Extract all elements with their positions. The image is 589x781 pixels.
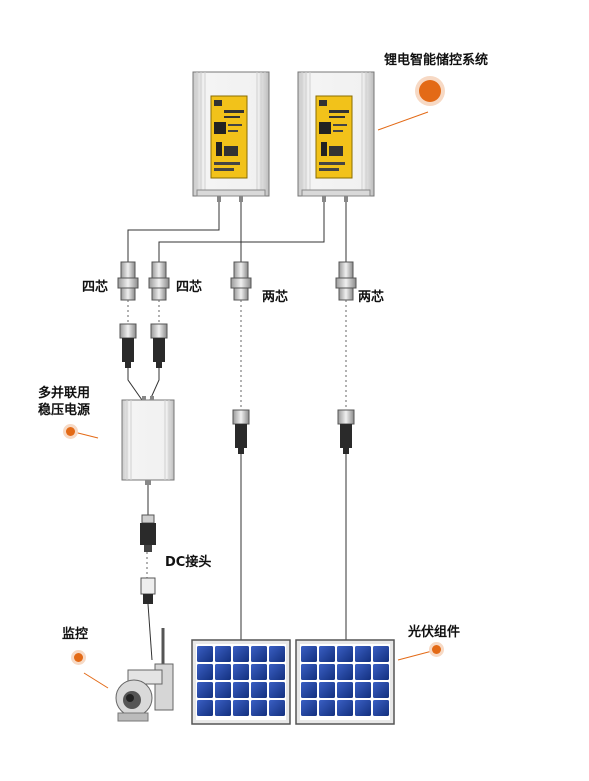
solar-cell xyxy=(319,700,335,716)
solar-cell xyxy=(251,682,267,698)
solar-cell xyxy=(269,682,285,698)
solar-cell xyxy=(319,646,335,662)
solar-cell xyxy=(355,664,371,680)
solar-cell xyxy=(251,646,267,662)
panel-wires xyxy=(240,454,347,640)
camera-wire xyxy=(147,603,153,661)
female-connector-left-a xyxy=(119,323,137,368)
solar-cell xyxy=(269,700,285,716)
label-monitor: 监控 xyxy=(62,627,89,642)
marker-monitor xyxy=(74,653,83,662)
solar-cell xyxy=(355,700,371,716)
label-two-core-left: 两芯 xyxy=(262,290,289,305)
solar-panel-left xyxy=(191,639,291,725)
lithium-controller-left xyxy=(192,71,270,202)
connector-two-core-left xyxy=(230,261,252,301)
label-pv-module: 光伏组件 xyxy=(408,625,461,640)
solar-cell xyxy=(301,682,317,698)
solar-cell xyxy=(355,682,371,698)
dc-plug xyxy=(140,514,156,552)
solar-cell xyxy=(269,664,285,680)
connector-two-core-right xyxy=(335,261,357,301)
solar-cell xyxy=(355,646,371,662)
dotted-guides xyxy=(127,300,347,578)
solar-cell xyxy=(233,664,249,680)
solar-cell xyxy=(373,700,389,716)
label-four-core-left: 四芯 xyxy=(82,280,109,295)
solar-cell xyxy=(319,682,335,698)
solar-cell xyxy=(233,646,249,662)
solar-cell xyxy=(215,646,231,662)
controller-wires xyxy=(127,202,347,262)
marker-regulator xyxy=(66,427,75,436)
controller-pointer xyxy=(377,111,429,131)
solar-cell xyxy=(337,646,353,662)
solar-cell xyxy=(301,700,317,716)
solar-cell xyxy=(373,646,389,662)
solar-cell xyxy=(215,700,231,716)
solar-cell xyxy=(301,664,317,680)
label-lithium-system: 锂电智能储控系统 xyxy=(384,53,489,68)
marker-lithium-system xyxy=(419,80,441,102)
solar-cell xyxy=(337,700,353,716)
connector-four-core-left xyxy=(117,261,139,301)
solar-cell xyxy=(215,664,231,680)
solar-cell xyxy=(197,664,213,680)
solar-cell xyxy=(251,700,267,716)
regulator-box xyxy=(121,396,175,485)
pv-pointer xyxy=(397,649,437,661)
label-four-core-right: 四芯 xyxy=(176,280,203,295)
solar-cell xyxy=(373,664,389,680)
solar-cell xyxy=(373,682,389,698)
label-dc-connector: DC接头 xyxy=(165,555,212,570)
solar-cell xyxy=(337,682,353,698)
solar-cell xyxy=(269,646,285,662)
surveillance-camera xyxy=(115,628,174,722)
monitor-pointer xyxy=(83,672,109,689)
solar-cell xyxy=(301,646,317,662)
solar-cell xyxy=(197,646,213,662)
label-regulator-line2: 稳压电源 xyxy=(38,403,91,418)
female-connector-two-core-left xyxy=(232,409,250,454)
solar-cell xyxy=(215,682,231,698)
regulator-pointer xyxy=(73,431,99,439)
solar-cell xyxy=(233,682,249,698)
label-two-core-right: 两芯 xyxy=(358,290,385,305)
solar-cell xyxy=(197,700,213,716)
marker-pv-module xyxy=(432,645,441,654)
female-connector-two-core-right xyxy=(337,409,355,454)
solar-cell xyxy=(337,664,353,680)
connector-four-core-right xyxy=(148,261,170,301)
label-regulator-line1: 多并联用 xyxy=(38,386,91,401)
lithium-controller-right xyxy=(297,71,375,202)
solar-panel-right xyxy=(295,639,395,725)
solar-cell xyxy=(197,682,213,698)
solar-cell xyxy=(319,664,335,680)
regulator-input-wires xyxy=(127,368,160,401)
solar-cell xyxy=(233,700,249,716)
dc-socket xyxy=(140,577,156,604)
female-connector-left-b xyxy=(150,323,168,368)
solar-cell xyxy=(251,664,267,680)
